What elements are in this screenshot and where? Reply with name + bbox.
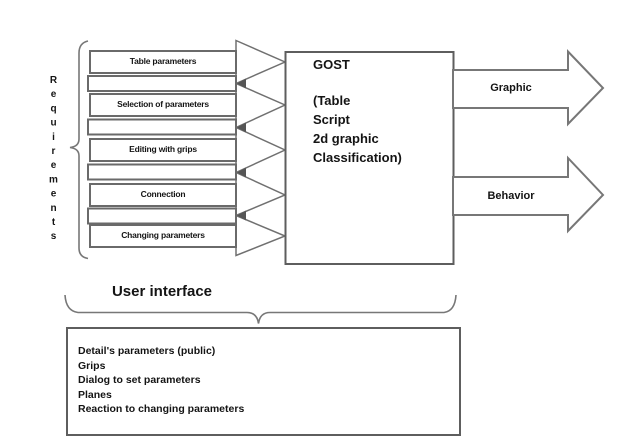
graphic-output-label: Graphic [490,82,532,94]
detail-list: Detail's parameters (public) Grips Dialo… [78,344,244,417]
input-arrowhead-3 [235,126,287,174]
gost-box [284,51,455,265]
input-arrow-body-3 [89,138,237,162]
detail-list-item-4: Planes [78,388,112,401]
gost-subtitle-line-4: Classification) [313,150,402,165]
input-arrowhead-5 [235,214,287,257]
input-arrow-body-4 [89,183,237,207]
detail-list-item-1: Detail's parameters (public) [78,345,216,357]
detail-list-item-2: Grips [78,359,106,372]
user-interface-brace [64,294,457,324]
input-arrow-body-5 [89,224,237,248]
gost-subtitle-line-2: Script [313,112,350,127]
graphic-output-arrow [452,49,605,127]
gost-subtitle-line-3: 2d graphic [313,131,379,146]
feedback-box-3 [87,163,237,181]
behavior-output-arrow [452,155,605,234]
requirements-label: Requirements [48,75,59,246]
requirements-brace [69,40,89,260]
input-arrow-label-editing-with-grips: Editing with grips [129,144,197,154]
input-arrow-label-connection: Connection [140,189,186,199]
input-arrow-label-table-parameters: Table parameters [129,56,197,66]
feedback-arrowhead-2 [237,122,246,133]
feedback-box-4 [87,207,237,225]
input-arrowhead-4 [235,171,287,217]
detail-list-item-5: Reaction to changing parameters [78,403,245,415]
input-arrowhead-1 [235,39,287,85]
detail-list-item-3: Dialog to set parameters [78,374,201,386]
feedback-arrowhead-3 [237,167,246,178]
input-arrow-body-2 [89,93,237,117]
input-arrow-label-changing-parameters: Changing parameters [121,230,205,240]
detail-box [66,327,461,436]
gost-subtitle: (Table Script 2d graphic Classification) [313,91,402,167]
feedback-box-2 [87,118,237,136]
input-arrow-body-1 [89,50,237,74]
feedback-arrowhead-4 [237,210,246,221]
gost-title: GOST [313,57,350,72]
feedback-arrowhead-1 [237,78,246,89]
behavior-output-label: Behavior [487,190,535,202]
gost-subtitle-line-1: (Table [313,93,351,108]
user-interface-label: User interface [111,283,213,300]
feedback-box-1 [87,75,237,92]
input-arrow-label-selection-of-parameters: Selection of parameters [117,99,209,109]
input-arrowhead-2 [235,82,287,129]
